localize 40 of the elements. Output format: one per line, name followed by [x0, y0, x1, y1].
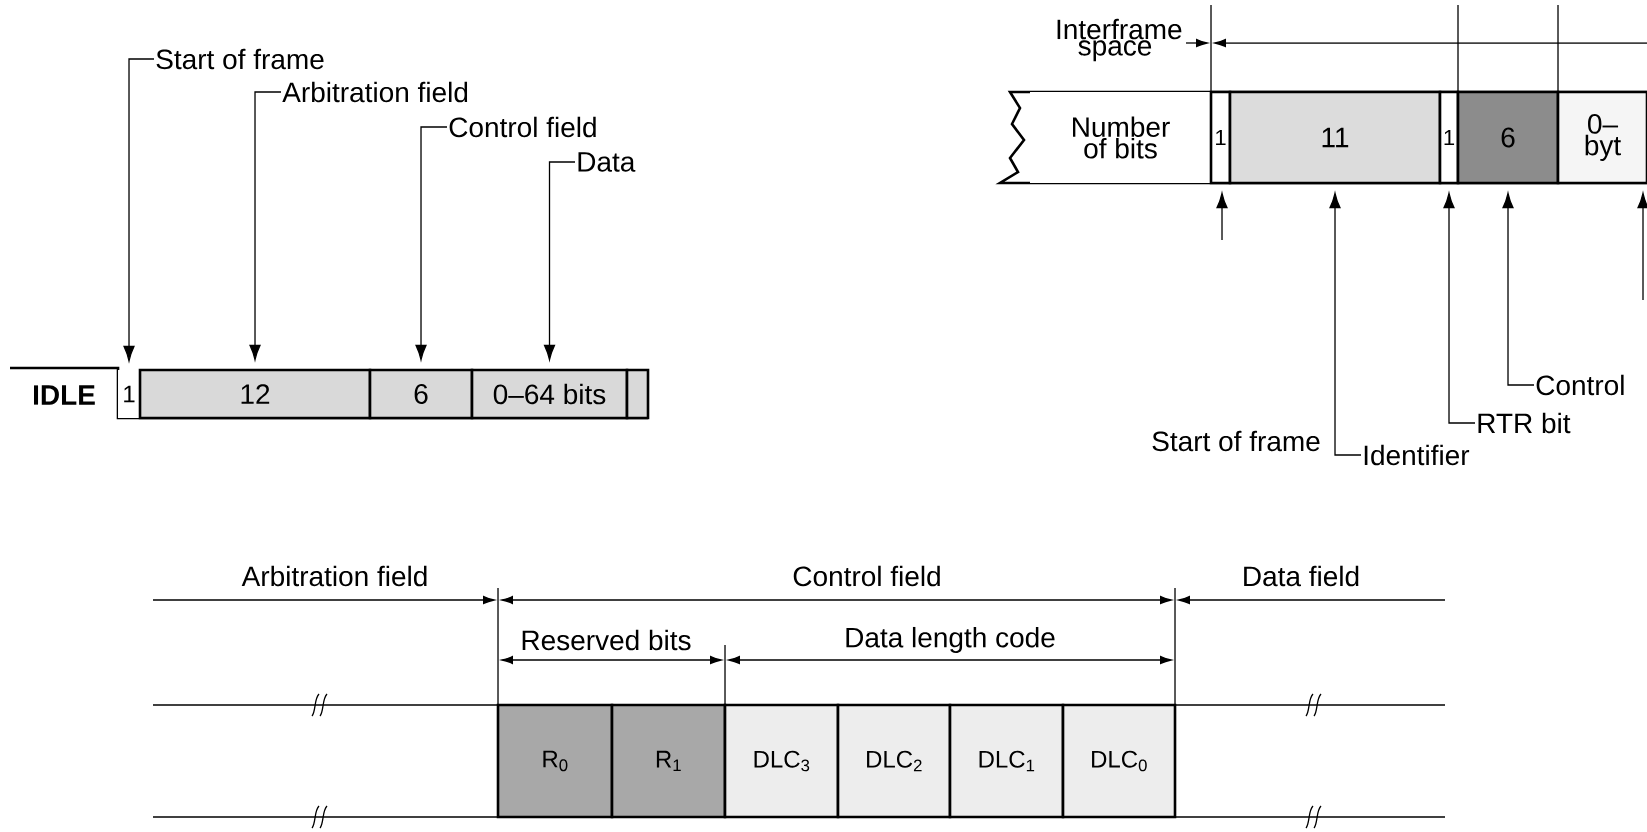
field-label: Interframe space [1057, 18, 1182, 62]
bit-field: R$_{1}$ [610, 703, 727, 819]
field-box [625, 368, 650, 420]
bit-field: 6 [1456, 90, 1560, 185]
bit-field: R$_{0}$ [496, 703, 614, 819]
field-label: Control field [793, 565, 940, 587]
leader-line [543, 161, 576, 361]
leader-line [123, 58, 155, 362]
leader-line [1502, 192, 1535, 386]
callout-label: Control field [449, 116, 596, 138]
bit-field: 11 [1228, 90, 1442, 185]
field-label: Arbitration field [241, 565, 427, 587]
bit-field: 1 [1209, 90, 1232, 185]
field-label: Start of frame [1152, 430, 1320, 452]
node-label: Number of bits [1073, 116, 1170, 159]
field-label: Reserved bits [522, 629, 691, 651]
signal-label: IDLE [34, 385, 95, 405]
callout-label: Arbitration field [282, 81, 468, 103]
bit-field: DLC$_{2}$ [836, 703, 952, 819]
callout-label: Data [578, 152, 636, 172]
callout-label: RTR bit [1478, 412, 1571, 434]
callout-label: Control [1536, 374, 1624, 396]
bit-field: 1 [1438, 90, 1460, 185]
leader-line [1637, 192, 1647, 301]
leader-line [415, 126, 448, 361]
bit-field: 6 [368, 368, 474, 420]
leader-line [249, 91, 282, 361]
leader-line [1216, 192, 1228, 241]
leader-line [1329, 192, 1362, 456]
field-label: Data length code [846, 626, 1055, 654]
callout-label: Identifier [1364, 444, 1470, 466]
field-label: Data field [1244, 565, 1359, 587]
bit-field: DLC$_{3}$ [723, 703, 840, 819]
bit-field: DLC$_{0}$ [1061, 703, 1177, 819]
bit-field: 1 [118, 370, 140, 418]
bit-field: 0– byt [1556, 90, 1647, 185]
leader-line [1443, 192, 1476, 424]
node-label: 1 [124, 385, 135, 403]
callout-label: Start of frame [156, 48, 324, 70]
bit-field: DLC$_{1}$ [948, 703, 1065, 819]
